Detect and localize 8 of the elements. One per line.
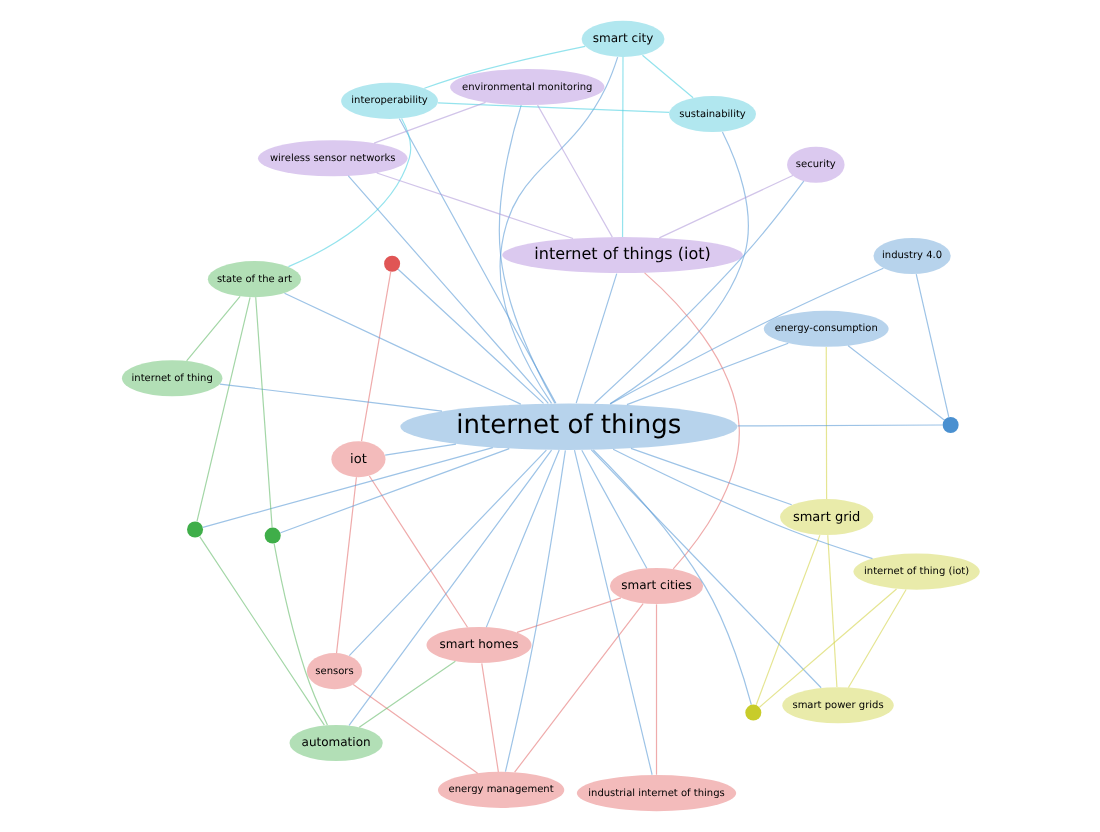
node-circle xyxy=(941,416,958,433)
node-circle xyxy=(744,704,761,721)
node-circle xyxy=(263,527,280,544)
node-circle xyxy=(383,255,400,272)
connector xyxy=(591,449,751,706)
node-circle xyxy=(186,521,203,538)
node-ellipse: internet of things xyxy=(399,403,737,450)
connector xyxy=(347,449,546,657)
